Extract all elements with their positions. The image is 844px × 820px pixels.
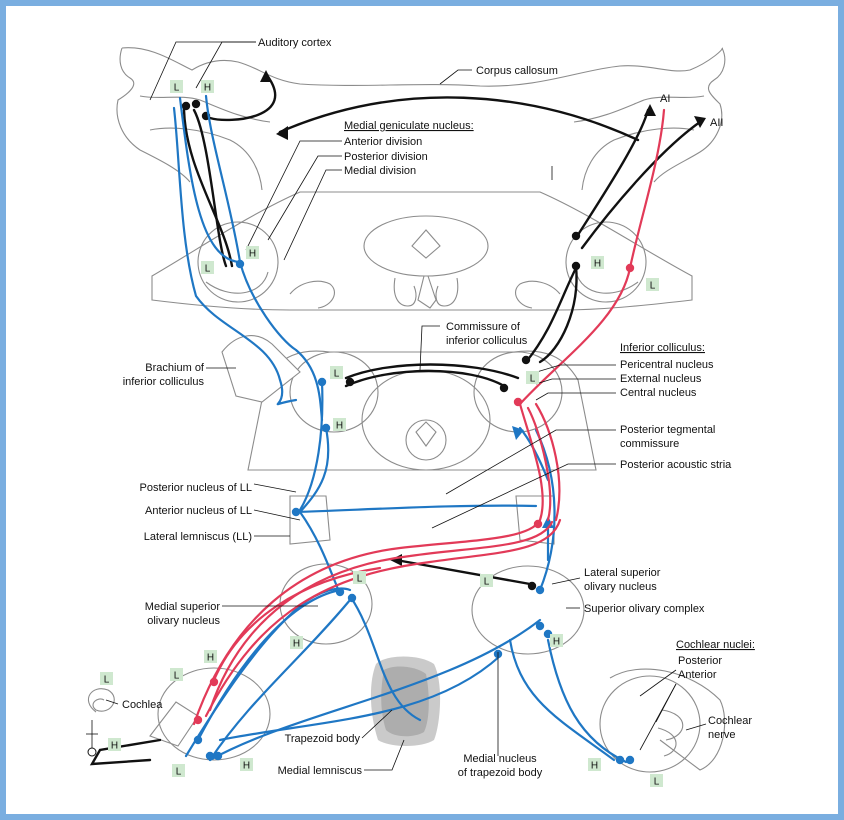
svg-text:H: H	[553, 637, 560, 648]
svg-text:H: H	[591, 761, 598, 772]
label-trapezoid-body: Trapezoid body	[285, 733, 361, 745]
trapezoid-body-stipple	[370, 656, 441, 746]
label-cochlea: Cochlea	[122, 699, 163, 711]
svg-text:H: H	[293, 639, 300, 650]
label-central-nucleus: Central nucleus	[620, 387, 697, 399]
label-posterior-nucleus-ll: Posterior nucleus of LL	[139, 482, 252, 494]
tag-mso-low: L	[353, 571, 366, 585]
label-posterior-acoustic-stria: Posterior acoustic stria	[620, 459, 732, 471]
label-brachium-1: Brachium of	[145, 362, 205, 374]
tag-cn-right-high: H	[588, 758, 601, 772]
tag-mgn-left-low: L	[201, 261, 214, 275]
label-posterior: Posterior	[678, 655, 722, 667]
svg-text:H: H	[243, 761, 250, 772]
label-posterior-tegmental-1: Posterior tegmental	[620, 424, 715, 436]
label-commissure-ic-2: inferior colliculus	[446, 335, 528, 347]
cochlea-drawing	[86, 688, 115, 757]
svg-text:L: L	[654, 777, 660, 788]
cortex-outline	[116, 47, 726, 191]
tag-cochlea-low: L	[100, 672, 113, 686]
red-pathways	[192, 108, 666, 726]
label-anterior-division: Anterior division	[344, 136, 422, 148]
label-aii: AII	[710, 117, 723, 129]
label-lateral-superior-2: olivary nucleus	[584, 581, 657, 593]
label-lateral-superior-1: Lateral superior	[584, 567, 661, 579]
svg-text:L: L	[650, 281, 656, 292]
tag-mgn-left-high: H	[246, 246, 259, 260]
tag-lso-high: H	[550, 634, 563, 648]
svg-text:L: L	[174, 83, 180, 94]
label-medial-nucleus-tb-2: of trapezoid body	[458, 767, 543, 779]
label-cochlear-nuclei-header: Cochlear nuclei:	[676, 639, 755, 651]
tag-ic-left-low: L	[330, 366, 343, 380]
label-lateral-lemniscus: Lateral lemniscus (LL)	[144, 531, 252, 543]
svg-text:L: L	[530, 374, 536, 385]
label-auditory-cortex: Auditory cortex	[258, 37, 332, 49]
label-inferior-colliculus-header: Inferior colliculus:	[620, 342, 705, 354]
label-medial-geniculate-header: Medial geniculate nucleus:	[344, 120, 474, 132]
text-labels: Auditory cortex Corpus callosum Medial g…	[122, 37, 755, 779]
label-medial-superior-2: olivary nucleus	[147, 615, 220, 627]
label-cochlear-nerve-1: Cochlear	[708, 715, 752, 727]
label-anterior-nucleus-ll: Anterior nucleus of LL	[145, 505, 252, 517]
label-superior-olivary-complex: Superior olivary complex	[584, 603, 705, 615]
tag-cochlea-high: H	[108, 738, 121, 752]
svg-text:H: H	[207, 653, 214, 664]
label-medial-nucleus-tb-1: Medial nucleus	[463, 753, 537, 765]
svg-text:H: H	[594, 259, 601, 270]
label-medial-superior-1: Medial superior	[145, 601, 221, 613]
svg-text:L: L	[104, 675, 110, 686]
tag-cn-left-bottom-high: H	[240, 758, 253, 772]
tag-ic-left-high: H	[333, 418, 346, 432]
black-pathways	[89, 72, 702, 766]
label-commissure-ic-1: Commissure of	[446, 321, 521, 333]
tag-cn-left-bottom-low: L	[172, 764, 185, 778]
tag-cn-right-low: L	[650, 774, 663, 788]
label-posterior-division: Posterior division	[344, 151, 428, 163]
tag-ic-right-low: L	[526, 371, 539, 385]
tag-cortex-low: L	[170, 80, 183, 94]
label-cochlear-nerve-2: nerve	[708, 729, 736, 741]
label-medial-lemniscus: Medial lemniscus	[278, 765, 363, 777]
svg-text:L: L	[205, 264, 211, 275]
svg-text:H: H	[204, 83, 211, 94]
tag-mgn-right-high: H	[591, 256, 604, 270]
svg-text:H: H	[249, 249, 256, 260]
tag-mso-high: H	[290, 636, 303, 650]
label-ai: AI	[660, 93, 670, 105]
label-posterior-tegmental-2: commissure	[620, 438, 679, 450]
tag-lso-low: L	[480, 574, 493, 588]
svg-text:L: L	[174, 671, 180, 682]
svg-text:H: H	[111, 741, 118, 752]
label-corpus-callosum: Corpus callosum	[476, 65, 558, 77]
red-synapses	[193, 263, 635, 725]
black-arrowheads	[260, 70, 706, 566]
label-external-nucleus: External nucleus	[620, 373, 702, 385]
svg-text:L: L	[176, 767, 182, 778]
tag-cn-left-low: L	[170, 668, 183, 682]
blue-pathways	[172, 94, 628, 764]
svg-text:L: L	[484, 577, 490, 588]
label-anterior: Anterior	[678, 669, 717, 681]
svg-text:H: H	[336, 421, 343, 432]
svg-text:L: L	[334, 369, 340, 380]
tag-cortex-high: H	[201, 80, 214, 94]
frequency-tags: L H H L H L L H L L H L H H L L H H L H …	[100, 80, 663, 788]
tag-cn-left-high: H	[204, 650, 217, 664]
label-brachium-2: inferior colliculus	[123, 376, 205, 388]
label-medial-division: Medial division	[344, 165, 416, 177]
svg-text:L: L	[357, 574, 363, 585]
label-pericentral-nucleus: Pericentral nucleus	[620, 359, 714, 371]
leader-lines	[105, 41, 707, 771]
tag-mgn-right-low: L	[646, 278, 659, 292]
thalamus-section	[151, 191, 693, 311]
